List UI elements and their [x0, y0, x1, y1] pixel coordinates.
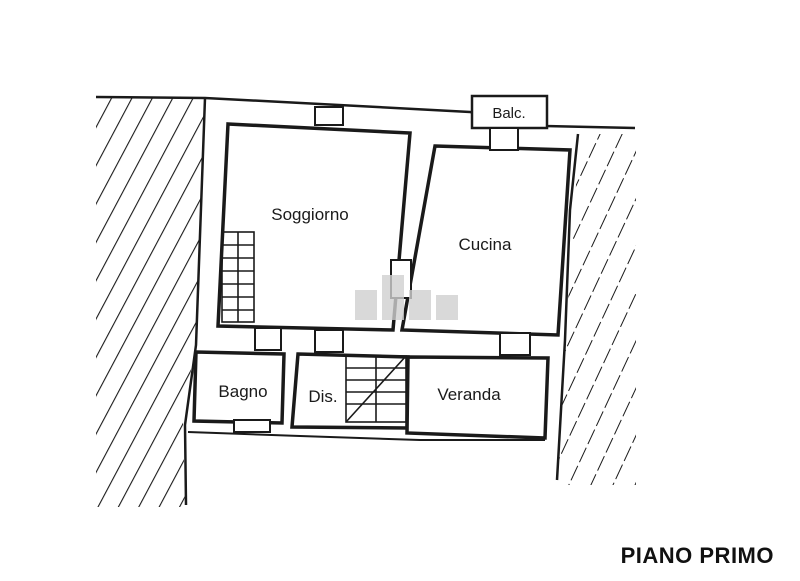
right-adjacent-hatch [557, 134, 636, 485]
label-bagno: Bagno [218, 382, 267, 401]
watermark-logo [355, 275, 458, 320]
lower-wall [187, 431, 545, 441]
label-veranda: Veranda [437, 385, 501, 404]
label-cucina: Cucina [459, 235, 512, 254]
room-balcone [470, 94, 549, 130]
label-soggiorno: Soggiorno [271, 205, 349, 224]
room-veranda [405, 355, 550, 440]
room-cucina [399, 144, 572, 337]
stairs-soggiorno [221, 231, 255, 323]
room-bagno [192, 350, 286, 425]
room-soggiorno [216, 122, 412, 332]
left-adjacent-hatch [96, 98, 205, 507]
label-balcone: Balc. [492, 105, 525, 122]
label-disimpegno: Dis. [308, 387, 337, 406]
outer-walls [95, 95, 636, 506]
stairs-disimpegno [345, 355, 407, 423]
floor-title: PIANO PRIMO [620, 543, 774, 568]
